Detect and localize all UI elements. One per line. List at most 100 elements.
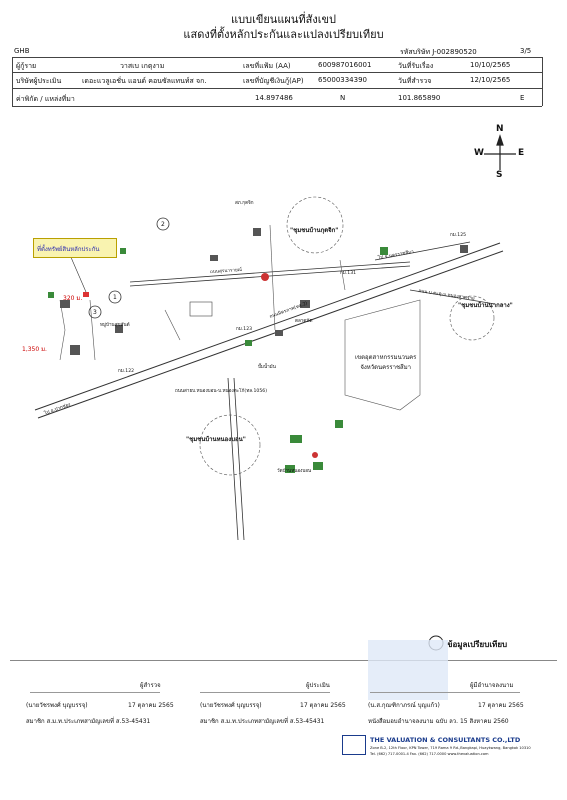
- received-date-label: วันที่รับเรื่อง: [398, 62, 434, 70]
- frame-left: [12, 57, 13, 106]
- community-circle: [199, 414, 261, 476]
- appraiser-value: เดอะแวลูเอชั่น แอนด์ คอนซัลแทนท์ส จก.: [82, 77, 207, 85]
- appraiser-name: (นายวัชรพงศ์ บุญบรรจุ): [200, 702, 262, 709]
- latitude-dir: N: [340, 94, 346, 102]
- legend-label: ข้อมูลเปรียบเทียบ: [447, 640, 508, 649]
- main-highway: [34, 242, 504, 419]
- document-title: แบบเขียนแผนที่สังเขป: [231, 13, 336, 26]
- appraiser-label: บริษัทผู้ประเมิน: [16, 77, 62, 85]
- borrower-label: ผู้กู้ราย: [16, 62, 37, 70]
- survey-date-label: วันที่สำรวจ: [398, 77, 432, 85]
- upper-road-edge: [129, 265, 411, 287]
- authorized-role: ผู้มีอำนาจลงนาม: [470, 682, 514, 689]
- signature-divider: [10, 660, 557, 661]
- upper-road: [129, 261, 411, 283]
- document-subtitle: แสดงที่ตั้งหลักประกันและแปลงเปรียบเทียบ: [183, 28, 384, 41]
- local-road: [269, 224, 276, 331]
- marker-3-label: 3: [93, 309, 97, 316]
- subject-callout-text: ที่ตั้งทรัพย์สินหลักประกัน: [37, 246, 100, 253]
- subject-property-marker: [83, 292, 89, 297]
- appraiser-member: สมาชิก ส.ม.ท.ประเภทสามัญเลขที่ ส.53-4543…: [200, 718, 325, 725]
- local-road: [89, 299, 96, 361]
- company-logo-icon: [342, 735, 366, 755]
- divider: [12, 106, 542, 107]
- coords-label: ค่าพิกัด / แหล่งที่มา: [16, 95, 75, 103]
- km122-label: กม.122: [118, 369, 135, 374]
- gas-station-label: ปั๊มน้ำมัน: [258, 365, 276, 370]
- account-no-value: 65000334390: [318, 76, 367, 84]
- compass-icon: [484, 134, 516, 170]
- longitude-value: 101.865890: [398, 94, 441, 102]
- authorized-name: (น.ส.กุณฑิกาภรณ์ บุญแก้ว): [368, 702, 440, 709]
- compass-n: N: [496, 124, 504, 134]
- divider: [12, 72, 542, 73]
- authorized-member: หนังสือมอบอำนาจลงนาม ฉบับ ลว. 15 สิงหาคม…: [368, 718, 509, 725]
- marker-2-label: 2: [161, 221, 165, 228]
- surveyor-date: 17 ตุลาคม 2565: [128, 702, 174, 709]
- local-road: [164, 309, 181, 341]
- borrower-value: วาสเบ เกตุงาม: [120, 62, 165, 70]
- community-nongbon: "ชุมชนบ้านหนองบอน": [186, 436, 246, 443]
- km131-label: กม.131: [340, 271, 357, 276]
- divider: [12, 88, 542, 89]
- received-date-value: 10/10/2565: [470, 61, 511, 69]
- longitude-dir: E: [520, 94, 525, 102]
- east-road: [409, 289, 496, 305]
- appraiser-date: 17 ตุลาคม 2565: [300, 702, 346, 709]
- community-kutjik: "ชุมชนบ้านกุดจิก": [290, 227, 339, 234]
- divider: [12, 57, 542, 58]
- signature-line: [200, 692, 330, 693]
- latitude-value: 14.897486: [255, 94, 293, 102]
- subject-callout: ที่ตั้งทรัพย์สินหลักประกัน: [33, 238, 117, 258]
- industrial-zone-label: เขตอุตสาหกรรมนวนคร จังหวัดนครราชสีมา: [355, 354, 417, 371]
- compass-s: S: [496, 170, 503, 180]
- community-circle: [449, 295, 495, 341]
- community-circle: [286, 196, 344, 254]
- company-contact: Tel. (662) 717-0001-4 Fax. (662) 717-000…: [370, 752, 489, 756]
- comparable-marker-3: [88, 305, 102, 319]
- community-naklang: "ชุมชนบ้านนากลาง": [458, 302, 513, 309]
- temple-label: วัดบ้านหนองบอน: [277, 469, 312, 474]
- police-station-label: สภ.กุดจิก: [235, 201, 254, 206]
- file-no-value: 600987016001: [318, 61, 372, 69]
- compass-e: E: [518, 148, 525, 158]
- local-road: [59, 299, 66, 361]
- gas-station-icon: [261, 273, 269, 281]
- authorized-date: 17 ตุลาคม 2565: [478, 702, 524, 709]
- nakhon-road: [374, 241, 471, 261]
- appraiser-role: ผู้ประเมิน: [306, 682, 330, 689]
- location-map: [34, 134, 516, 651]
- local-road: [339, 259, 346, 291]
- village-label: หมู่บ้านสุขสันต์: [100, 323, 130, 328]
- callout-pointer: [69, 254, 87, 293]
- account-no-label: เลขที่บัญชีเงินกู้(AP): [243, 77, 304, 85]
- comparable-marker-2: [156, 217, 170, 231]
- company-address: Zone B-2, 12th Floor, KPN Tower, 719 Ram…: [370, 746, 531, 750]
- compass-w: W: [474, 148, 484, 158]
- lower-road-label: ถนนสายบ.หนองบอน-บ.หนองตะโก้(ทล.1056): [175, 389, 267, 394]
- km125-label: กม.125: [450, 233, 467, 238]
- signature-line: [370, 692, 520, 693]
- surveyor-name: (นายวัชรพงศ์ บุญบรรจุ): [26, 702, 88, 709]
- frame-right: [542, 57, 543, 106]
- lower-road: [227, 377, 239, 541]
- signature-line: [30, 692, 160, 693]
- lower-road-edge: [233, 377, 245, 541]
- km123-label: กม.123: [236, 327, 253, 332]
- file-no-label: เลขที่แฟ้ม (AA): [243, 62, 291, 70]
- marker-1-label: 1: [113, 294, 117, 301]
- page-number: 3/5: [520, 47, 532, 55]
- bank-code: GHB: [14, 47, 30, 55]
- asset-code: รหัสบริษัท J-002890520: [400, 48, 477, 56]
- surveyor-role: ผู้สำรวจ: [140, 682, 161, 689]
- distance-320: 320 ม.: [63, 295, 83, 302]
- surveyor-member: สมาชิก ส.ม.ท.ประเภทสามัญเลขที่ ส.53-4543…: [26, 718, 151, 725]
- comparable-marker-1: [108, 290, 122, 304]
- company-stamp: [368, 640, 448, 700]
- industrial-zone: [344, 299, 421, 411]
- company-name: THE VALUATION & CONSULTANTS CO.,LTD: [370, 736, 521, 744]
- distance-1350: 1,350 ม.: [22, 346, 47, 353]
- market-label: ตลาดนัด: [295, 319, 313, 324]
- survey-date-value: 12/10/2565: [470, 76, 511, 84]
- temple-icon: [312, 452, 318, 458]
